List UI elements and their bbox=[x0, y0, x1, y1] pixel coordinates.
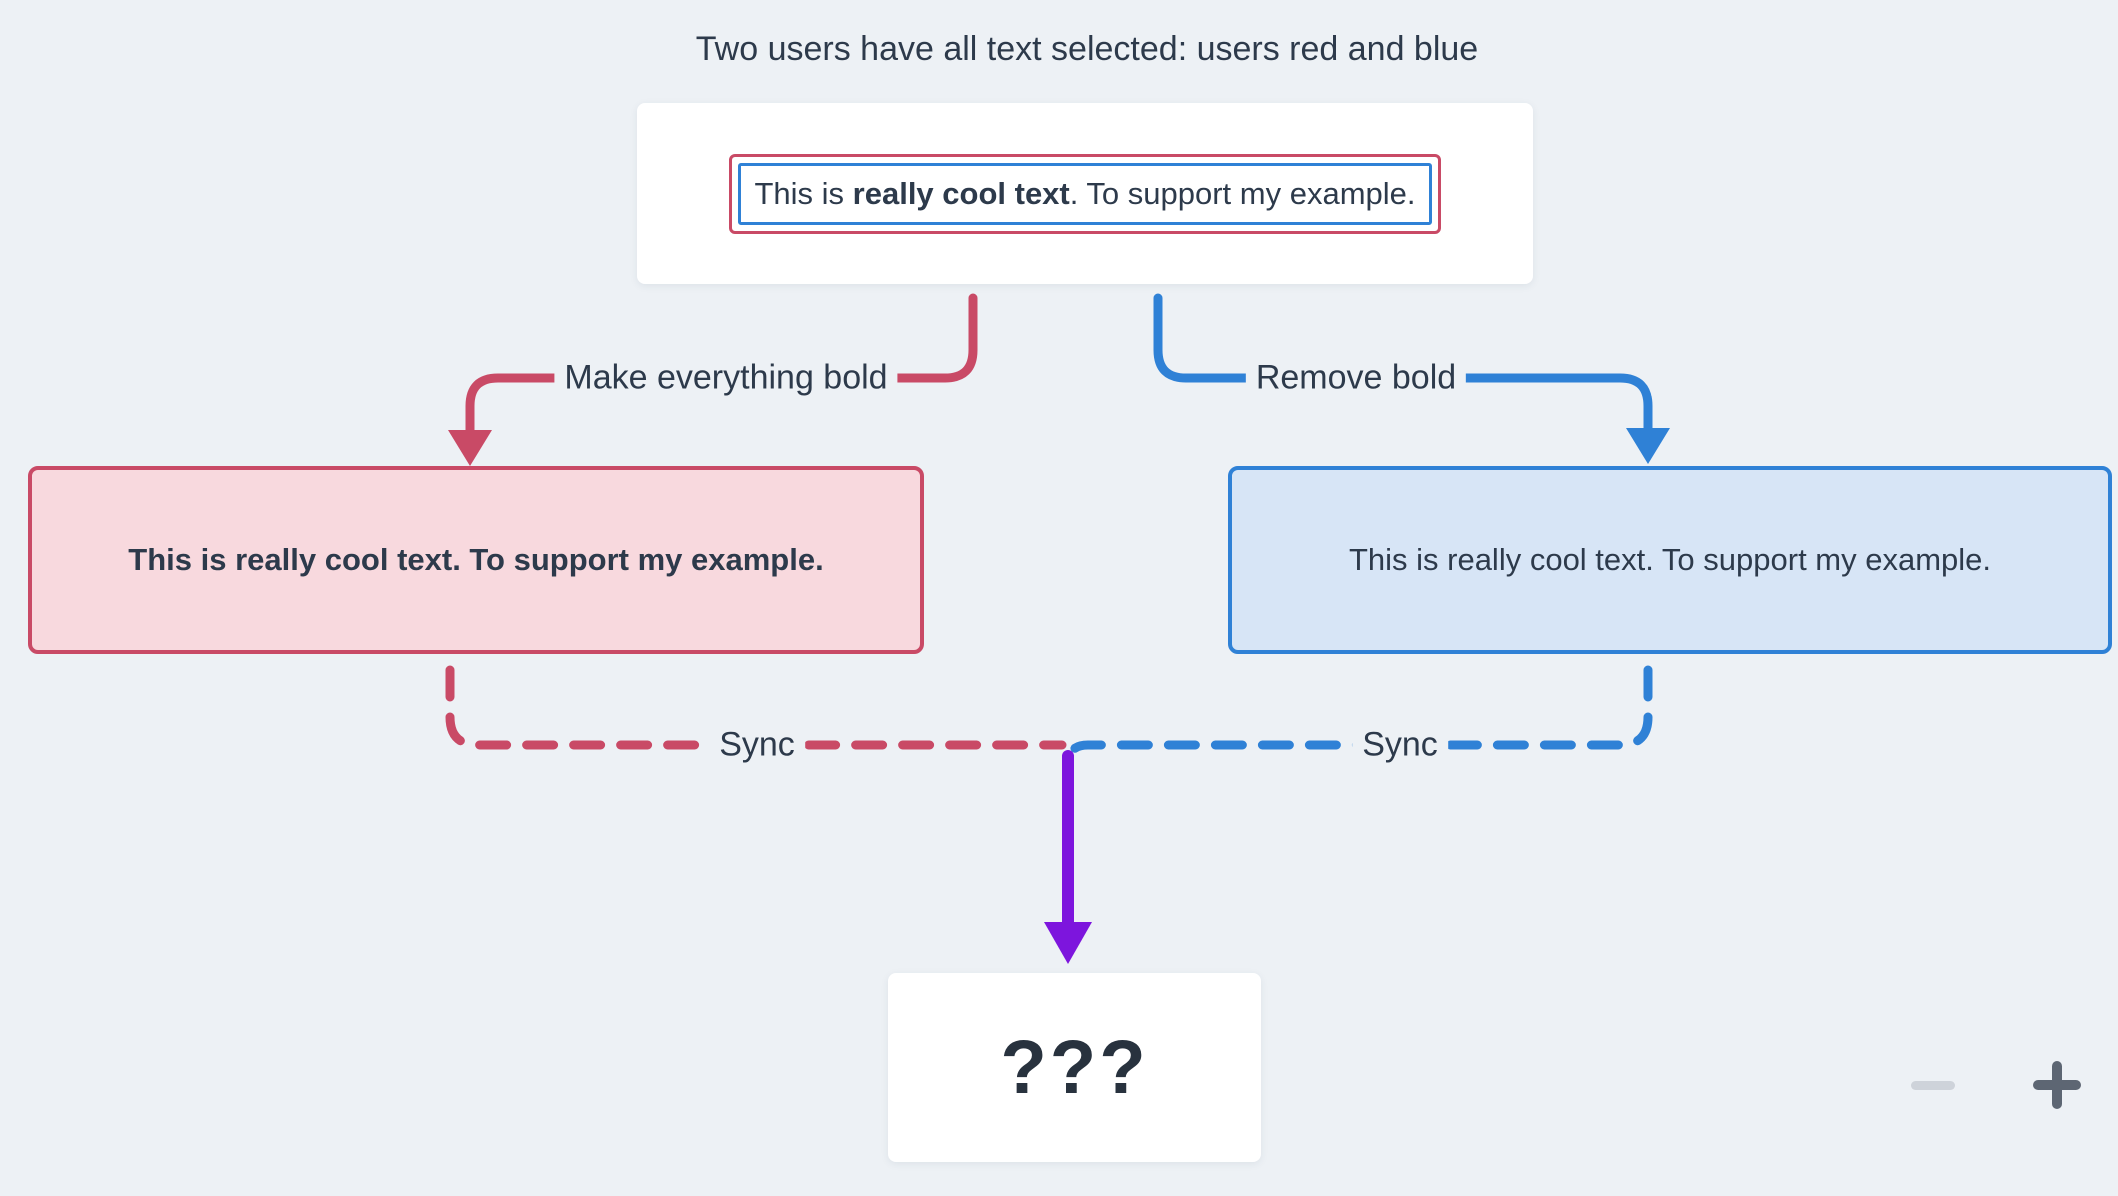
original-text-suffix: . To support my example. bbox=[1069, 175, 1416, 211]
selection-outline-blue-user: This is really cool text. To support my … bbox=[738, 162, 1432, 225]
selection-outline-red-user: This is really cool text. To support my … bbox=[729, 153, 1441, 234]
node-merge-result[interactable]: ??? bbox=[888, 973, 1261, 1162]
node-blue-user-result[interactable]: This is really cool text. To support my … bbox=[1228, 466, 2112, 654]
zoom-out-button[interactable]: − bbox=[1902, 1054, 1964, 1116]
edge-blue-action-arrowhead bbox=[1626, 428, 1670, 464]
edge-red-sync bbox=[445, 665, 1067, 750]
original-text-bold: really cool text bbox=[852, 175, 1070, 211]
edge-label-make-everything-bold[interactable]: Make everything bold bbox=[554, 356, 898, 400]
plus-icon-vertical-bar bbox=[2052, 1061, 2062, 1109]
minus-icon bbox=[1911, 1080, 1955, 1090]
blue-user-result-text: This is really cool text. To support my … bbox=[1348, 542, 1992, 577]
zoom-in-button[interactable]: + bbox=[2026, 1054, 2088, 1116]
node-original-text[interactable]: This is really cool text. To support my … bbox=[637, 103, 1533, 284]
page-title[interactable]: Two users have all text selected: users … bbox=[695, 30, 1479, 68]
edge-merge-arrowhead bbox=[1044, 922, 1092, 964]
edge-label-remove-bold[interactable]: Remove bold bbox=[1245, 356, 1467, 400]
edge-red-action-arrowhead bbox=[448, 430, 492, 466]
edge-label-sync-blue[interactable]: Sync bbox=[1352, 723, 1448, 767]
red-user-result-text: This is really cool text. To support my … bbox=[128, 542, 824, 577]
edge-label-sync-red[interactable]: Sync bbox=[709, 723, 805, 767]
zoom-controls: − + bbox=[1902, 1054, 2088, 1116]
node-red-user-result[interactable]: This is really cool text. To support my … bbox=[28, 466, 924, 654]
original-text-prefix: This is bbox=[754, 175, 853, 211]
merge-result-text: ??? bbox=[1000, 1025, 1149, 1110]
edge-blue-sync bbox=[1063, 665, 1653, 769]
